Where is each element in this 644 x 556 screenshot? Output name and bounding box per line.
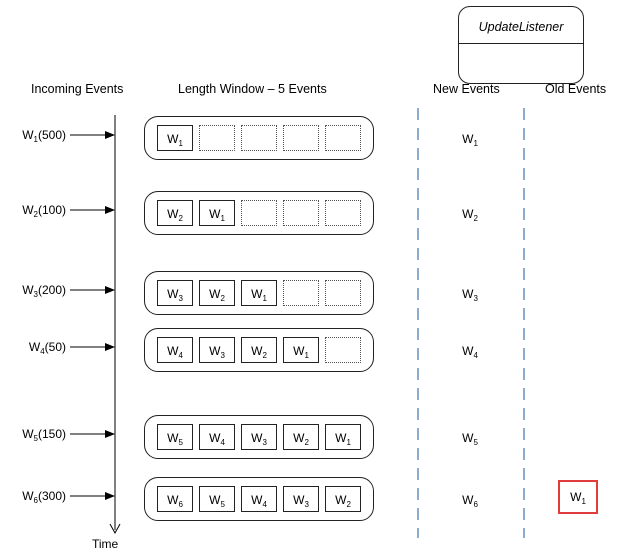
new-event-label: W1: [462, 132, 478, 148]
window-slot: W1: [325, 424, 361, 450]
incoming-event-label: W3(200): [22, 283, 66, 299]
header-incoming-events: Incoming Events: [31, 82, 124, 96]
time-label: Time: [92, 537, 119, 551]
update-listener-title: UpdateListener: [478, 20, 564, 34]
incoming-event-label: W6(300): [22, 489, 66, 505]
window-slot: W1: [241, 280, 277, 306]
incoming-event-label: W5(150): [22, 427, 66, 443]
window-slot-empty: [325, 337, 361, 363]
header-old-events: Old Events: [545, 82, 607, 96]
new-event-label: W3: [462, 287, 478, 303]
old-event-subscript: 1: [581, 497, 586, 506]
window-slot: W3: [283, 486, 319, 512]
old-event-box: W1: [558, 480, 598, 514]
new-event-label: W6: [462, 493, 478, 509]
window-slot: W3: [199, 337, 235, 363]
window-slot: W2: [199, 280, 235, 306]
window-slot: W2: [325, 486, 361, 512]
window-slot: W1: [157, 125, 193, 151]
new-event-label: W2: [462, 207, 478, 223]
window-slot-empty: [325, 280, 361, 306]
window-slot: W6: [157, 486, 193, 512]
incoming-event-label: W4(50): [28, 340, 66, 356]
old-event-label: W: [570, 490, 582, 504]
window-slot: W5: [157, 424, 193, 450]
incoming-event-label: W2(100): [22, 203, 66, 219]
update-listener-box: UpdateListener: [458, 6, 584, 84]
window-slot-empty: [283, 125, 319, 151]
window-slot: W4: [157, 337, 193, 363]
window-slot: W2: [283, 424, 319, 450]
header-new-events: New Events: [433, 82, 500, 96]
window-slot: W4: [199, 424, 235, 450]
window-slot-empty: [325, 125, 361, 151]
window-slot: W1: [283, 337, 319, 363]
window-slot-empty: [325, 200, 361, 226]
window-slot: W2: [241, 337, 277, 363]
window-slot-empty: [241, 125, 277, 151]
window-slot-empty: [241, 200, 277, 226]
window-slot: W4: [241, 486, 277, 512]
window-slot-empty: [283, 280, 319, 306]
incoming-event-label: W1(500): [22, 128, 66, 144]
window-slot-empty: [283, 200, 319, 226]
new-event-label: W4: [462, 344, 478, 360]
window-slot: W2: [157, 200, 193, 226]
window-slot: W5: [199, 486, 235, 512]
update-listener-divider: [459, 43, 583, 44]
window-slot: W3: [157, 280, 193, 306]
window-slot: W3: [241, 424, 277, 450]
new-event-label: W5: [462, 431, 478, 447]
window-slot-empty: [199, 125, 235, 151]
header-length-window: Length Window – 5 Events: [178, 82, 327, 96]
time-axis-arrow-icon: [109, 523, 121, 535]
length-window-box: W1: [144, 116, 374, 160]
window-slot: W1: [199, 200, 235, 226]
